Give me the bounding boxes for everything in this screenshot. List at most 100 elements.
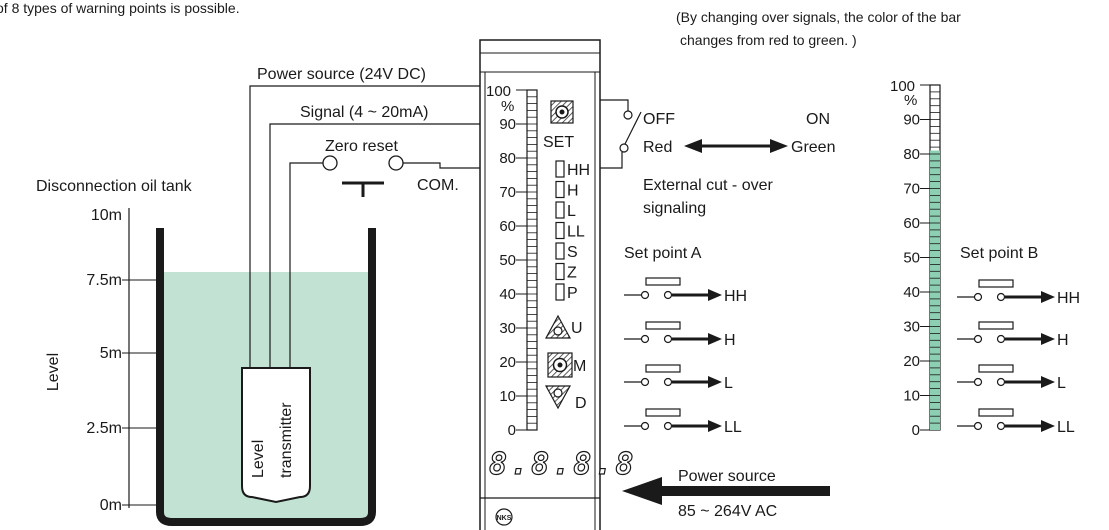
set-point-b-contact [978, 364, 1014, 373]
bar-scale-label: 90 [903, 112, 920, 129]
indicator-scale-label: 20 [499, 354, 516, 371]
set-point-a-contact [645, 408, 681, 417]
mode-button[interactable] [547, 352, 573, 378]
indicator-scale-label: 30 [499, 320, 516, 337]
alarm-lamp [555, 201, 565, 219]
set-point-a-output-label: HH [724, 288, 747, 305]
red-label: Red [643, 139, 672, 156]
note-right-line1: (By changing over signals, the color of … [676, 9, 961, 25]
arrow-right-icon [1041, 291, 1055, 303]
level-axis-label: Level [45, 353, 62, 391]
alarm-lamp [555, 221, 565, 240]
alarm-lamp-label: H [567, 183, 579, 200]
bar-level-fill [930, 150, 940, 431]
set-point-b-output-l: L [957, 364, 1066, 392]
bar-scale-label: 0 [912, 422, 920, 439]
indicator-percent: % [501, 98, 514, 115]
mains-label-1: Power source [678, 468, 776, 485]
set-point-a-output-label: H [724, 332, 736, 349]
set-point-a-output-h: H [624, 321, 736, 349]
set-point-b-output-ll: LL [957, 408, 1075, 436]
bar-scale-label: 80 [903, 146, 920, 163]
level-transmitter: Level transmitter [241, 367, 311, 504]
up-button[interactable] [544, 314, 572, 339]
bar-scale-label: 60 [903, 215, 920, 232]
signal-label: Signal (4 ~ 20mA) [300, 104, 429, 121]
bar-scale-label: 70 [903, 181, 920, 198]
seven-segment-display: 8.8.8.8 [489, 447, 636, 482]
alarm-lamp [555, 180, 565, 199]
indicator-scale-label: 0 [508, 422, 516, 439]
up-label: U [571, 320, 583, 337]
note-left: of 8 types of warning points is possible… [0, 0, 240, 16]
set-point-a-contact [645, 277, 681, 286]
set-button[interactable] [550, 100, 574, 124]
transmitter-label-1: Level [250, 440, 267, 478]
arrow-right-icon [1041, 333, 1055, 345]
switch-caption-line2: signaling [643, 200, 706, 217]
level-tick-label: 5m [100, 345, 122, 362]
indicator-scale-top: 100 [486, 83, 511, 100]
transmitter-label-2: transmitter [278, 402, 295, 478]
set-point-a-title: Set point A [624, 245, 702, 262]
bar-percent: % [904, 92, 917, 109]
arrow-right-icon [708, 376, 722, 388]
alarm-lamp-label: Z [567, 265, 577, 282]
set-point-a-output-label: LL [724, 419, 742, 436]
tank-wall [156, 228, 376, 526]
indicator-bar-ticks [527, 96, 537, 424]
zero-reset-switch[interactable] [322, 155, 404, 197]
tank-title: Disconnection oil tank [36, 178, 193, 195]
set-point-b-output-label: H [1057, 332, 1069, 349]
external-switch[interactable] [600, 99, 642, 169]
mains-arrow-icon [622, 477, 830, 505]
indicator-scale-label: 60 [499, 218, 516, 235]
alarm-lamp [555, 262, 565, 281]
set-point-b-output-label: HH [1057, 290, 1080, 307]
arrow-right-icon [708, 420, 722, 432]
down-label: D [575, 395, 587, 412]
arrow-right-icon [1041, 420, 1055, 432]
set-point-b-output-label: LL [1057, 419, 1075, 436]
arrow-right-icon [708, 289, 722, 301]
alarm-lamp-label: S [567, 244, 578, 261]
set-point-b-output-label: L [1057, 375, 1066, 392]
bar-scale-label: 40 [903, 284, 920, 301]
level-tick-label: 10m [91, 207, 122, 224]
set-label: SET [543, 134, 574, 151]
mains-label-2: 85 ~ 264V AC [678, 503, 777, 520]
set-point-a-contact [645, 321, 681, 330]
indicator-scale-label: 50 [499, 252, 516, 269]
note-right-line2: changes from red to green. ) [680, 32, 857, 48]
set-point-a-output-hh: HH [624, 277, 747, 305]
field-wiring [249, 85, 480, 368]
arrow-right-icon [708, 333, 722, 345]
set-point-b-contact [978, 279, 1014, 288]
set-point-b-contact [978, 321, 1014, 330]
alarm-lamp-label: LL [567, 224, 585, 241]
bar-scale-label: 10 [903, 388, 920, 405]
indicator-scale-label: 80 [499, 150, 516, 167]
bar-scale-label: 20 [903, 353, 920, 370]
bar-segments [930, 91, 940, 424]
bar-scale-top: 100 [890, 78, 915, 95]
double-arrow-icon [684, 139, 788, 153]
bar-scale-label: 50 [903, 250, 920, 267]
set-point-b-title: Set point B [960, 245, 1038, 262]
down-button[interactable] [544, 385, 572, 410]
alarm-lamp-label: HH [567, 162, 590, 179]
level-tick-label: 2.5m [86, 420, 122, 437]
set-point-b-output-h: H [957, 321, 1069, 349]
com-label: COM. [417, 177, 459, 194]
level-tick-label: 0m [100, 497, 122, 514]
indicator-scale-label: 90 [499, 116, 516, 133]
set-point-a-output-ll: LL [624, 408, 742, 436]
set-point-a-output-label: L [724, 375, 733, 392]
